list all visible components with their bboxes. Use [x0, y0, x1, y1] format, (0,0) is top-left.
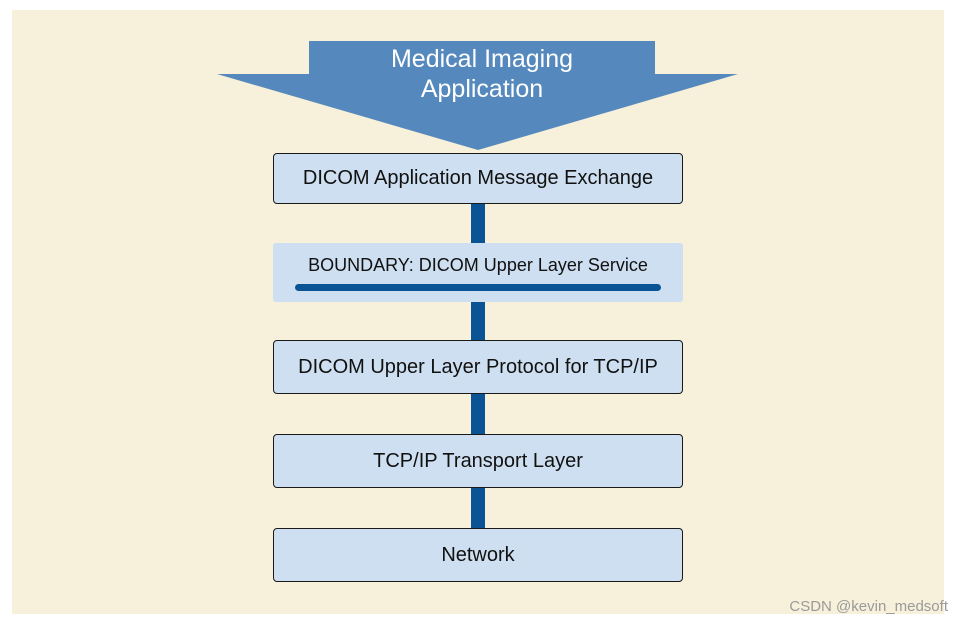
layer-upper-layer-protocol: DICOM Upper Layer Protocol for TCP/IP: [273, 340, 683, 394]
layer-label: Network: [441, 543, 515, 566]
connector-3: [471, 394, 485, 434]
connector-2: [471, 302, 485, 340]
banner-title-line2: Application: [420, 75, 544, 103]
layer-label: DICOM Upper Layer Protocol for TCP/IP: [298, 355, 658, 378]
banner-title: Medical Imaging Application: [332, 44, 632, 104]
banner-title-line1: Medical Imaging: [390, 45, 574, 73]
layer-tcpip-transport: TCP/IP Transport Layer: [273, 434, 683, 488]
layer-message-exchange: DICOM Application Message Exchange: [273, 153, 683, 204]
boundary-label: BOUNDARY: DICOM Upper Layer Service: [308, 255, 648, 275]
layer-network: Network: [273, 528, 683, 582]
layer-label: DICOM Application Message Exchange: [302, 167, 654, 189]
connector-1: [471, 204, 485, 244]
boundary-line: [295, 284, 661, 291]
layer-boundary: BOUNDARY: DICOM Upper Layer Service: [273, 243, 683, 302]
layer-label: TCP/IP Transport Layer: [373, 449, 583, 472]
watermark: CSDN @kevin_medsoft: [789, 598, 948, 615]
connector-4: [471, 488, 485, 528]
